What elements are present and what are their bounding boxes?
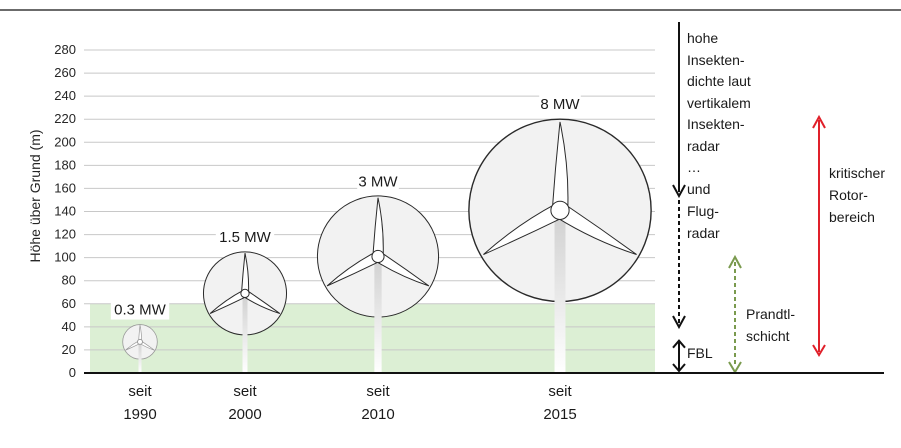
capacity-label: 8 MW bbox=[540, 96, 580, 113]
turbine-3-MW: 3 MW bbox=[316, 172, 440, 373]
hub bbox=[240, 288, 250, 299]
capacity-label: 3 MW bbox=[358, 174, 398, 191]
turbine-1_5-MW: 1.5 MW bbox=[202, 227, 288, 373]
y-tick-label: 40 bbox=[62, 319, 76, 334]
y-tick-label: 140 bbox=[54, 204, 76, 219]
era-label-seit: seit bbox=[366, 383, 390, 400]
era-label-seit: seit bbox=[233, 383, 257, 400]
blade bbox=[483, 202, 565, 256]
tower bbox=[554, 210, 566, 373]
y-axis-label: Höhe über Grund (m) bbox=[27, 129, 43, 262]
capacity-label-bg bbox=[357, 172, 399, 192]
era-label-year: 1990 bbox=[123, 406, 156, 423]
insect-text-line: hohe bbox=[687, 30, 718, 46]
critical-label: kritischer bbox=[829, 165, 885, 181]
era-label-year: 2015 bbox=[543, 406, 576, 423]
blade bbox=[125, 340, 142, 351]
blade bbox=[372, 197, 384, 257]
era-label-year: 2000 bbox=[228, 406, 261, 423]
capacity-label-bg bbox=[215, 227, 275, 247]
capacity-label-bg bbox=[110, 300, 170, 320]
insect-text-line: Flug- bbox=[687, 203, 719, 219]
tower bbox=[374, 256, 382, 373]
y-tick-label: 200 bbox=[54, 134, 76, 149]
y-tick-label: 100 bbox=[54, 250, 76, 265]
capacity-label: 1.5 MW bbox=[219, 229, 272, 246]
critical-arrowhead-up bbox=[812, 114, 826, 129]
critical-label: bereich bbox=[829, 209, 875, 225]
blade bbox=[374, 251, 430, 287]
fbl-label: FBL bbox=[687, 345, 713, 361]
hub bbox=[550, 200, 570, 220]
fbl-arrowhead-down bbox=[672, 363, 686, 373]
turbine-0_3-MW: 0.3 MW bbox=[110, 300, 170, 373]
capacity-label-bg bbox=[539, 95, 581, 115]
top-rule bbox=[0, 9, 901, 11]
y-tick-label: 180 bbox=[54, 157, 76, 172]
insect-arrowhead-lower bbox=[672, 315, 686, 330]
y-tick-label: 0 bbox=[69, 365, 76, 380]
tower bbox=[242, 293, 248, 373]
insect-text-line: radar bbox=[687, 225, 720, 241]
insect-text-line: und bbox=[687, 181, 710, 197]
insect-text-line: vertikalem bbox=[687, 95, 751, 111]
critical-label: Rotor- bbox=[829, 187, 868, 203]
blade bbox=[240, 253, 250, 294]
y-tick-label: 260 bbox=[54, 65, 76, 80]
insect-text-line: Insekten- bbox=[687, 116, 745, 132]
era-label-year: 2010 bbox=[361, 406, 394, 423]
y-tick-label: 20 bbox=[62, 342, 76, 357]
prandtl-label: schicht bbox=[746, 328, 790, 344]
insect-text-line: radar bbox=[687, 138, 720, 154]
y-tick-label: 160 bbox=[54, 180, 76, 195]
hub bbox=[371, 249, 385, 264]
y-tick-label: 240 bbox=[54, 88, 76, 103]
hub bbox=[137, 338, 143, 345]
blade bbox=[326, 251, 382, 287]
blade bbox=[242, 289, 281, 315]
capacity-label: 0.3 MW bbox=[114, 302, 167, 319]
turbine-8-MW: 8 MW bbox=[468, 95, 652, 373]
y-tick-label: 280 bbox=[54, 42, 76, 57]
y-tick-label: 80 bbox=[62, 273, 76, 288]
critical-arrowhead-down bbox=[812, 344, 826, 357]
insect-text-line: … bbox=[687, 159, 701, 175]
y-tick-label: 120 bbox=[54, 227, 76, 242]
blade bbox=[138, 340, 155, 351]
prandtl-label: Prandtl- bbox=[746, 306, 795, 322]
fbl-arrowhead-up bbox=[672, 339, 686, 349]
blade bbox=[551, 121, 569, 211]
y-tick-label: 60 bbox=[62, 296, 76, 311]
prandtl-arrowhead-up bbox=[728, 254, 742, 269]
blade bbox=[138, 324, 142, 343]
tower bbox=[138, 341, 142, 373]
insect-arrowhead bbox=[672, 184, 686, 199]
era-label-seit: seit bbox=[128, 383, 152, 400]
era-label-seit: seit bbox=[548, 383, 572, 400]
insect-text-line: Insekten- bbox=[687, 52, 745, 68]
blade bbox=[209, 289, 248, 315]
y-tick-label: 220 bbox=[54, 111, 76, 126]
blade bbox=[555, 202, 637, 256]
insect-text-line: dichte laut bbox=[687, 73, 751, 89]
